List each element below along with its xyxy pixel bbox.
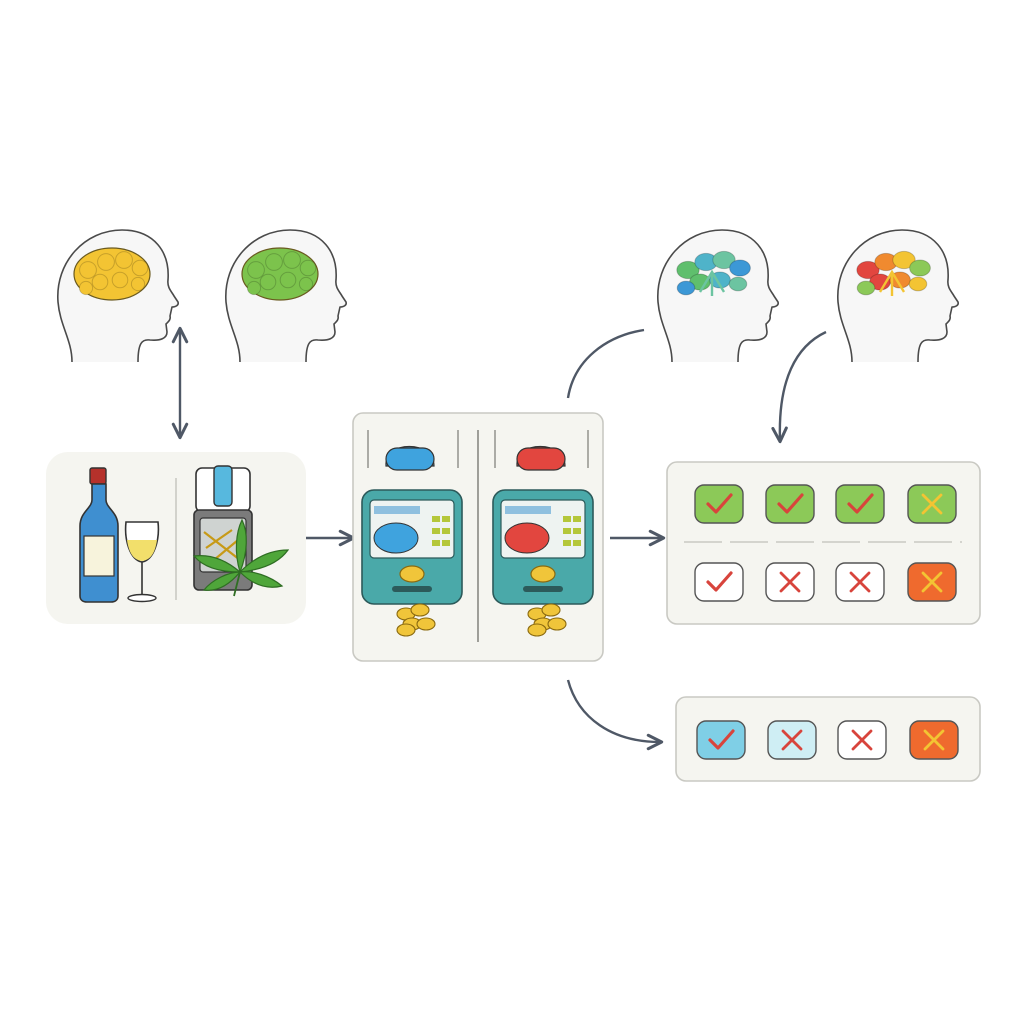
checkmark-icon (847, 493, 874, 514)
machines-panel (352, 412, 604, 662)
checkmark-icon (706, 493, 733, 514)
cross-icon (781, 729, 803, 751)
machine-red (492, 446, 594, 637)
cross-icon (921, 571, 943, 593)
results-row-1 (694, 484, 957, 524)
curved-arrow-from-head-3 (566, 328, 645, 399)
substances-panel (46, 452, 306, 624)
check-tile (694, 484, 744, 524)
cross-tile (907, 562, 957, 602)
teal-cluster-brain-icon (676, 250, 751, 296)
results-panel (666, 461, 981, 625)
cross-icon (779, 571, 801, 593)
head-3 (656, 229, 779, 363)
head-4 (836, 229, 959, 363)
cross-icon (849, 571, 871, 593)
bottom-results-row (696, 720, 959, 760)
bottom-results-panel (675, 696, 981, 782)
check-tile (835, 484, 885, 524)
cross-icon (921, 493, 943, 515)
check-tile (696, 720, 746, 760)
red-orange-cluster-brain-icon (856, 250, 931, 296)
blue-pill-icon (385, 446, 435, 471)
wine-glass-icon (124, 521, 160, 603)
cross-tile (767, 720, 817, 760)
checkmark-icon (708, 729, 735, 750)
cross-tile (835, 562, 885, 602)
check-tile (765, 484, 815, 524)
cross-tile (765, 562, 815, 602)
cross-icon (851, 729, 873, 751)
curved-arrow-head-4-to-results (771, 330, 827, 444)
green-brain-icon (241, 247, 319, 301)
checkmark-icon (706, 571, 733, 592)
coin-pile-icon (396, 603, 436, 637)
cross-icon (923, 729, 945, 751)
cross-tile (837, 720, 887, 760)
results-row-2 (694, 562, 957, 602)
checkmark-icon (777, 493, 804, 514)
wine-bottle-icon (79, 467, 119, 603)
red-pill-icon (516, 446, 566, 471)
cannabis-leaf-icon (192, 518, 290, 597)
yellow-brain-icon (73, 247, 151, 301)
machine-blue (361, 446, 463, 637)
head-2 (224, 229, 347, 363)
cross-tile (907, 484, 957, 524)
check-tile (694, 562, 744, 602)
coin-pile-icon (527, 603, 567, 637)
curved-arrow-to-bottom-results (566, 679, 664, 751)
head-1 (56, 229, 179, 363)
cross-tile (909, 720, 959, 760)
